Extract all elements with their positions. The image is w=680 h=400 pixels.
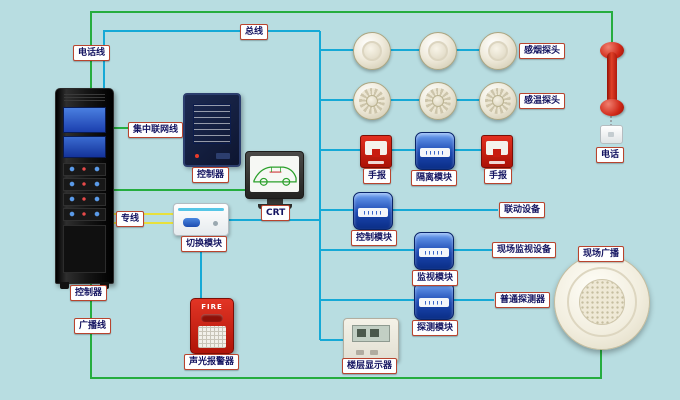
control-module-device [353, 192, 393, 230]
heat-detector-1 [353, 82, 391, 120]
label-smoke-detector: 感烟探头 [519, 43, 566, 59]
manual-call-point-right [481, 135, 513, 168]
sub-controller-keypad [216, 153, 230, 159]
smoke-detector-1 [353, 32, 391, 70]
heat-detector-2 [419, 82, 457, 120]
phone-mouthpiece [600, 99, 624, 116]
smoke-detector-3 [479, 32, 517, 70]
cabinet-module-row [63, 178, 106, 191]
floor-display-button [370, 350, 378, 355]
label-site-monitor-device: 现场监视设备 [492, 242, 557, 258]
switch-module-button [213, 221, 218, 226]
label-crt: CRT [261, 205, 291, 221]
floor-display-digit [357, 329, 366, 337]
alarm-speaker-grille [198, 326, 226, 348]
label-site-broadcast: 现场广播 [578, 246, 625, 262]
label-detect-module: 探测模块 [412, 320, 459, 336]
label-floor-display: 楼层显示器 [342, 358, 398, 374]
fire-text: FIRE [201, 303, 223, 311]
label-sound-light-alarm: 声光报警器 [184, 354, 240, 370]
crt-neck [266, 199, 283, 204]
telephone-handset [599, 42, 625, 116]
label-control-module: 控制模块 [351, 230, 398, 246]
label-bus-line: 总线 [240, 24, 269, 40]
manual-call-point-left [360, 135, 392, 168]
cabinet-foot [60, 282, 69, 289]
main-control-cabinet [55, 88, 114, 289]
label-dedicated-line: 专线 [116, 211, 145, 227]
label-broadcast-line: 广播线 [74, 318, 112, 334]
floor-display-digit [370, 329, 379, 337]
heat-detector-3 [479, 82, 517, 120]
cabinet-vents [64, 94, 105, 102]
ceiling-speaker [554, 254, 650, 350]
cabinet-lower-panel [63, 225, 106, 273]
floor-display-screen [352, 325, 390, 342]
sub-controller-screen [193, 104, 231, 144]
crt-monitor [245, 151, 304, 209]
sub-controller-panel [183, 93, 241, 167]
speaker-ring [567, 267, 637, 337]
car-wireframe-graphic [253, 166, 297, 186]
smoke-detector-2 [419, 32, 457, 70]
alarm-strobe [201, 314, 223, 322]
floor-display-button [356, 350, 364, 355]
manual-glass [372, 149, 380, 157]
cabinet-screen-lower [63, 136, 106, 158]
crt-frame [245, 151, 304, 199]
sound-light-alarm-device: FIRE [190, 298, 234, 354]
module-label-band [358, 208, 388, 217]
isolation-module-device [415, 132, 455, 170]
label-network-line: 集中联网线 [128, 122, 184, 138]
module-label-band [419, 248, 449, 257]
sub-controller-led [195, 154, 199, 158]
module-label-band [420, 148, 450, 157]
manual-label-strip [368, 161, 384, 164]
label-monitor-module: 监视模块 [412, 270, 459, 286]
label-heat-detector: 感温探头 [519, 93, 566, 109]
monitor-module-device [414, 232, 454, 270]
cabinet-module-row [63, 193, 106, 206]
floor-display-device [343, 318, 399, 362]
manual-window [486, 141, 508, 157]
phone-earpiece [600, 42, 624, 59]
phone-handle [607, 52, 617, 106]
label-switch-module: 切换模块 [181, 236, 228, 252]
speaker-grille [579, 279, 625, 325]
manual-window [365, 141, 387, 157]
phone-cord [610, 116, 612, 126]
label-telephone: 电话 [596, 147, 625, 163]
switch-module-device [173, 203, 229, 236]
label-phone-line: 电话线 [73, 45, 111, 61]
crt-screen [250, 156, 299, 192]
label-manual-call-right: 手报 [484, 168, 513, 184]
module-label-band [419, 298, 449, 307]
cabinet-module-row [63, 163, 106, 176]
switch-module-stripe [178, 208, 224, 211]
label-main-controller: 控制器 [70, 285, 108, 301]
label-isolation-module: 隔离模块 [411, 170, 458, 186]
cabinet-module-row [63, 208, 106, 221]
manual-label-strip [489, 161, 505, 164]
label-manual-call-left: 手报 [363, 168, 392, 184]
wire-bus [103, 30, 320, 90]
label-sub-controller: 控制器 [192, 167, 230, 183]
switch-module-display [183, 218, 200, 227]
phone-wall-jack [600, 125, 623, 144]
label-ordinary-detector: 普通探测器 [495, 292, 551, 308]
manual-glass [493, 149, 501, 157]
label-linkage-device: 联动设备 [499, 202, 546, 218]
cabinet-screen-upper [63, 107, 106, 133]
detect-module-device [414, 282, 454, 320]
